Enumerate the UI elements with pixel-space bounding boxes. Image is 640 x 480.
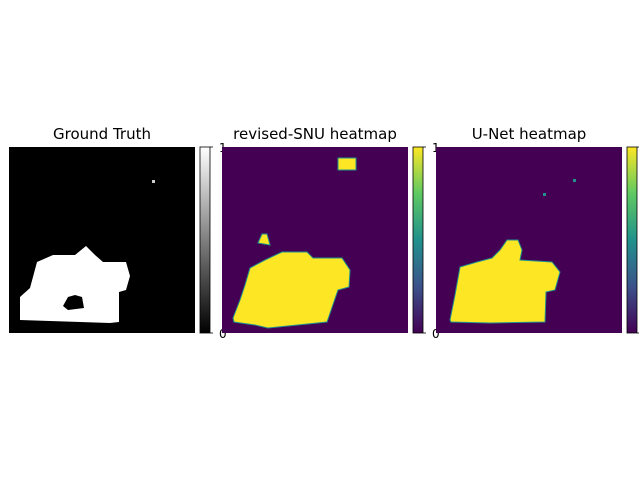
panel-ground-truth: Ground Truth 1 0 bbox=[9, 125, 227, 341]
colorbar-tick-min-revised-snu: 0 bbox=[432, 327, 440, 341]
mask-blob-1 bbox=[232, 251, 351, 329]
title-revised-snu: revised-SNU heatmap bbox=[233, 125, 397, 143]
mask-region-ground-truth bbox=[20, 180, 155, 323]
colorbar-tick-min-ground-truth: 0 bbox=[219, 327, 227, 341]
mask-speck-2 bbox=[573, 179, 576, 182]
colorbar-tick-max-revised-snu: 1 bbox=[432, 141, 440, 155]
mask-blob-1 bbox=[20, 246, 130, 323]
panel-revised-snu: revised-SNU heatmap 1 0 bbox=[222, 125, 440, 341]
mask-blob-2 bbox=[257, 233, 271, 246]
colorbar-revised-snu: 1 0 bbox=[412, 141, 440, 341]
mask-region-revised-snu bbox=[232, 157, 357, 329]
mask-speck-1 bbox=[152, 180, 155, 183]
panel-unet: U-Net heatmap bbox=[436, 125, 639, 334]
mask-blob-3 bbox=[337, 157, 357, 171]
title-unet: U-Net heatmap bbox=[472, 125, 587, 143]
colorbar-unet bbox=[626, 146, 639, 334]
mask-hole-1 bbox=[63, 295, 84, 310]
mask-blob-1 bbox=[449, 239, 561, 324]
title-ground-truth: Ground Truth bbox=[53, 125, 151, 143]
mask-region-unet bbox=[449, 179, 576, 324]
mask-speck-1 bbox=[543, 193, 546, 196]
